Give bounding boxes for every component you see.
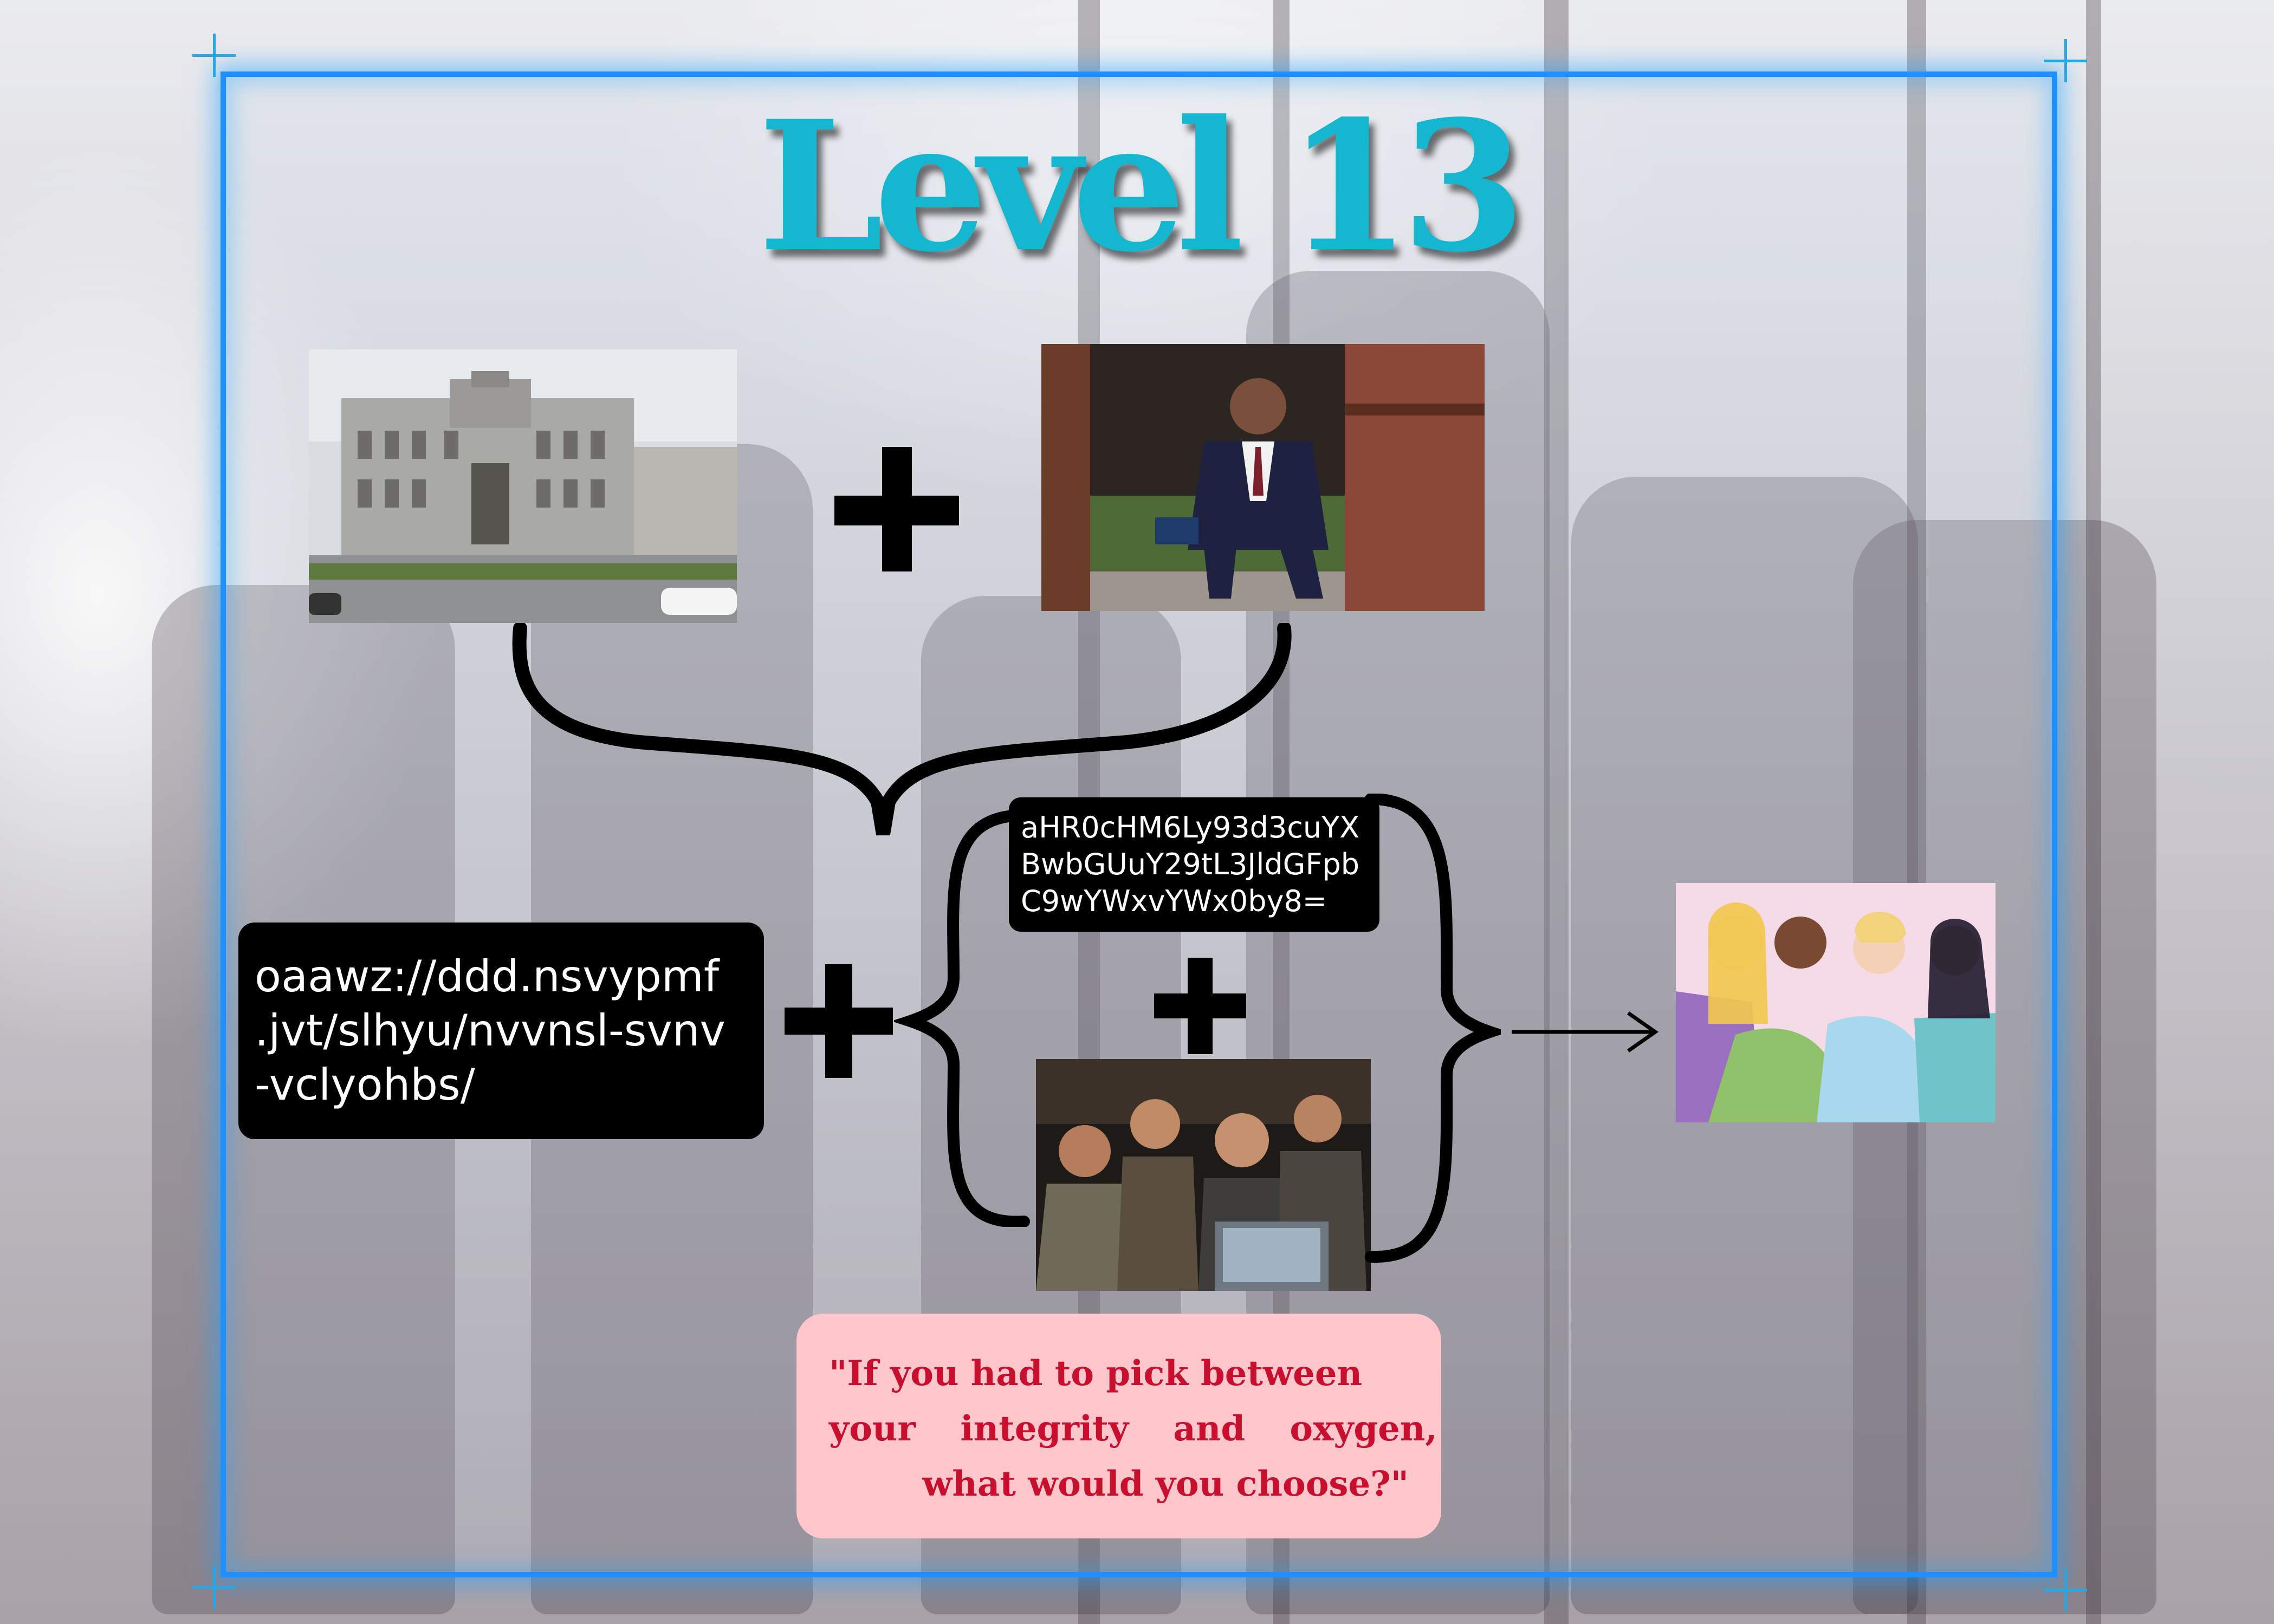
corner-mark xyxy=(192,1565,236,1609)
man-in-suit-photo xyxy=(1041,344,1485,611)
background-tree xyxy=(1544,0,1569,1624)
corner-mark xyxy=(192,34,236,77)
brace-top xyxy=(512,623,1292,836)
level-title: Level 13 xyxy=(757,81,1526,291)
quote-box: "If you had to pick between your integri… xyxy=(796,1314,1441,1538)
quote-line: what would you choose?" xyxy=(922,1464,1409,1504)
cipher-url-box: oaawz://ddd.nsvypmf .jvt/slhyu/nvvnsl-sv… xyxy=(238,923,764,1139)
cipher-url-line: oaawz://ddd.nsvypmf xyxy=(255,951,719,1002)
plus-sign xyxy=(1154,958,1246,1054)
animated-princesses-photo xyxy=(1676,883,1996,1122)
bank-building-photo xyxy=(309,349,737,623)
quote-line: your integrity and oxygen, xyxy=(829,1408,1437,1449)
cipher-url-line: .jvt/slhyu/nvvnsl-svnv xyxy=(255,1005,725,1056)
plus-sign xyxy=(834,447,959,571)
corner-mark xyxy=(2044,1568,2087,1612)
people-at-computer-photo xyxy=(1036,1059,1371,1291)
base64-line: C9wYWxvYWx0by8= xyxy=(1021,884,1327,918)
quote-line: "If you had to pick between xyxy=(829,1353,1363,1394)
background-tree xyxy=(1907,0,1926,1624)
arrow-icon xyxy=(1512,1011,1659,1053)
brace-left xyxy=(894,809,1030,1227)
base64-box: aHR0cHM6Ly93d3cuYX BwbGUuY29tL3JldGFpb C… xyxy=(1009,797,1379,932)
cipher-url-line: -vclyohbs/ xyxy=(255,1060,475,1110)
brace-right xyxy=(1365,794,1501,1263)
base64-line: BwbGUuY29tL3JldGFpb xyxy=(1021,847,1360,881)
background-tree xyxy=(2086,0,2101,1624)
base64-line: aHR0cHM6Ly93d3cuYX xyxy=(1021,810,1360,845)
plus-sign xyxy=(785,964,893,1078)
corner-mark xyxy=(2044,39,2087,82)
